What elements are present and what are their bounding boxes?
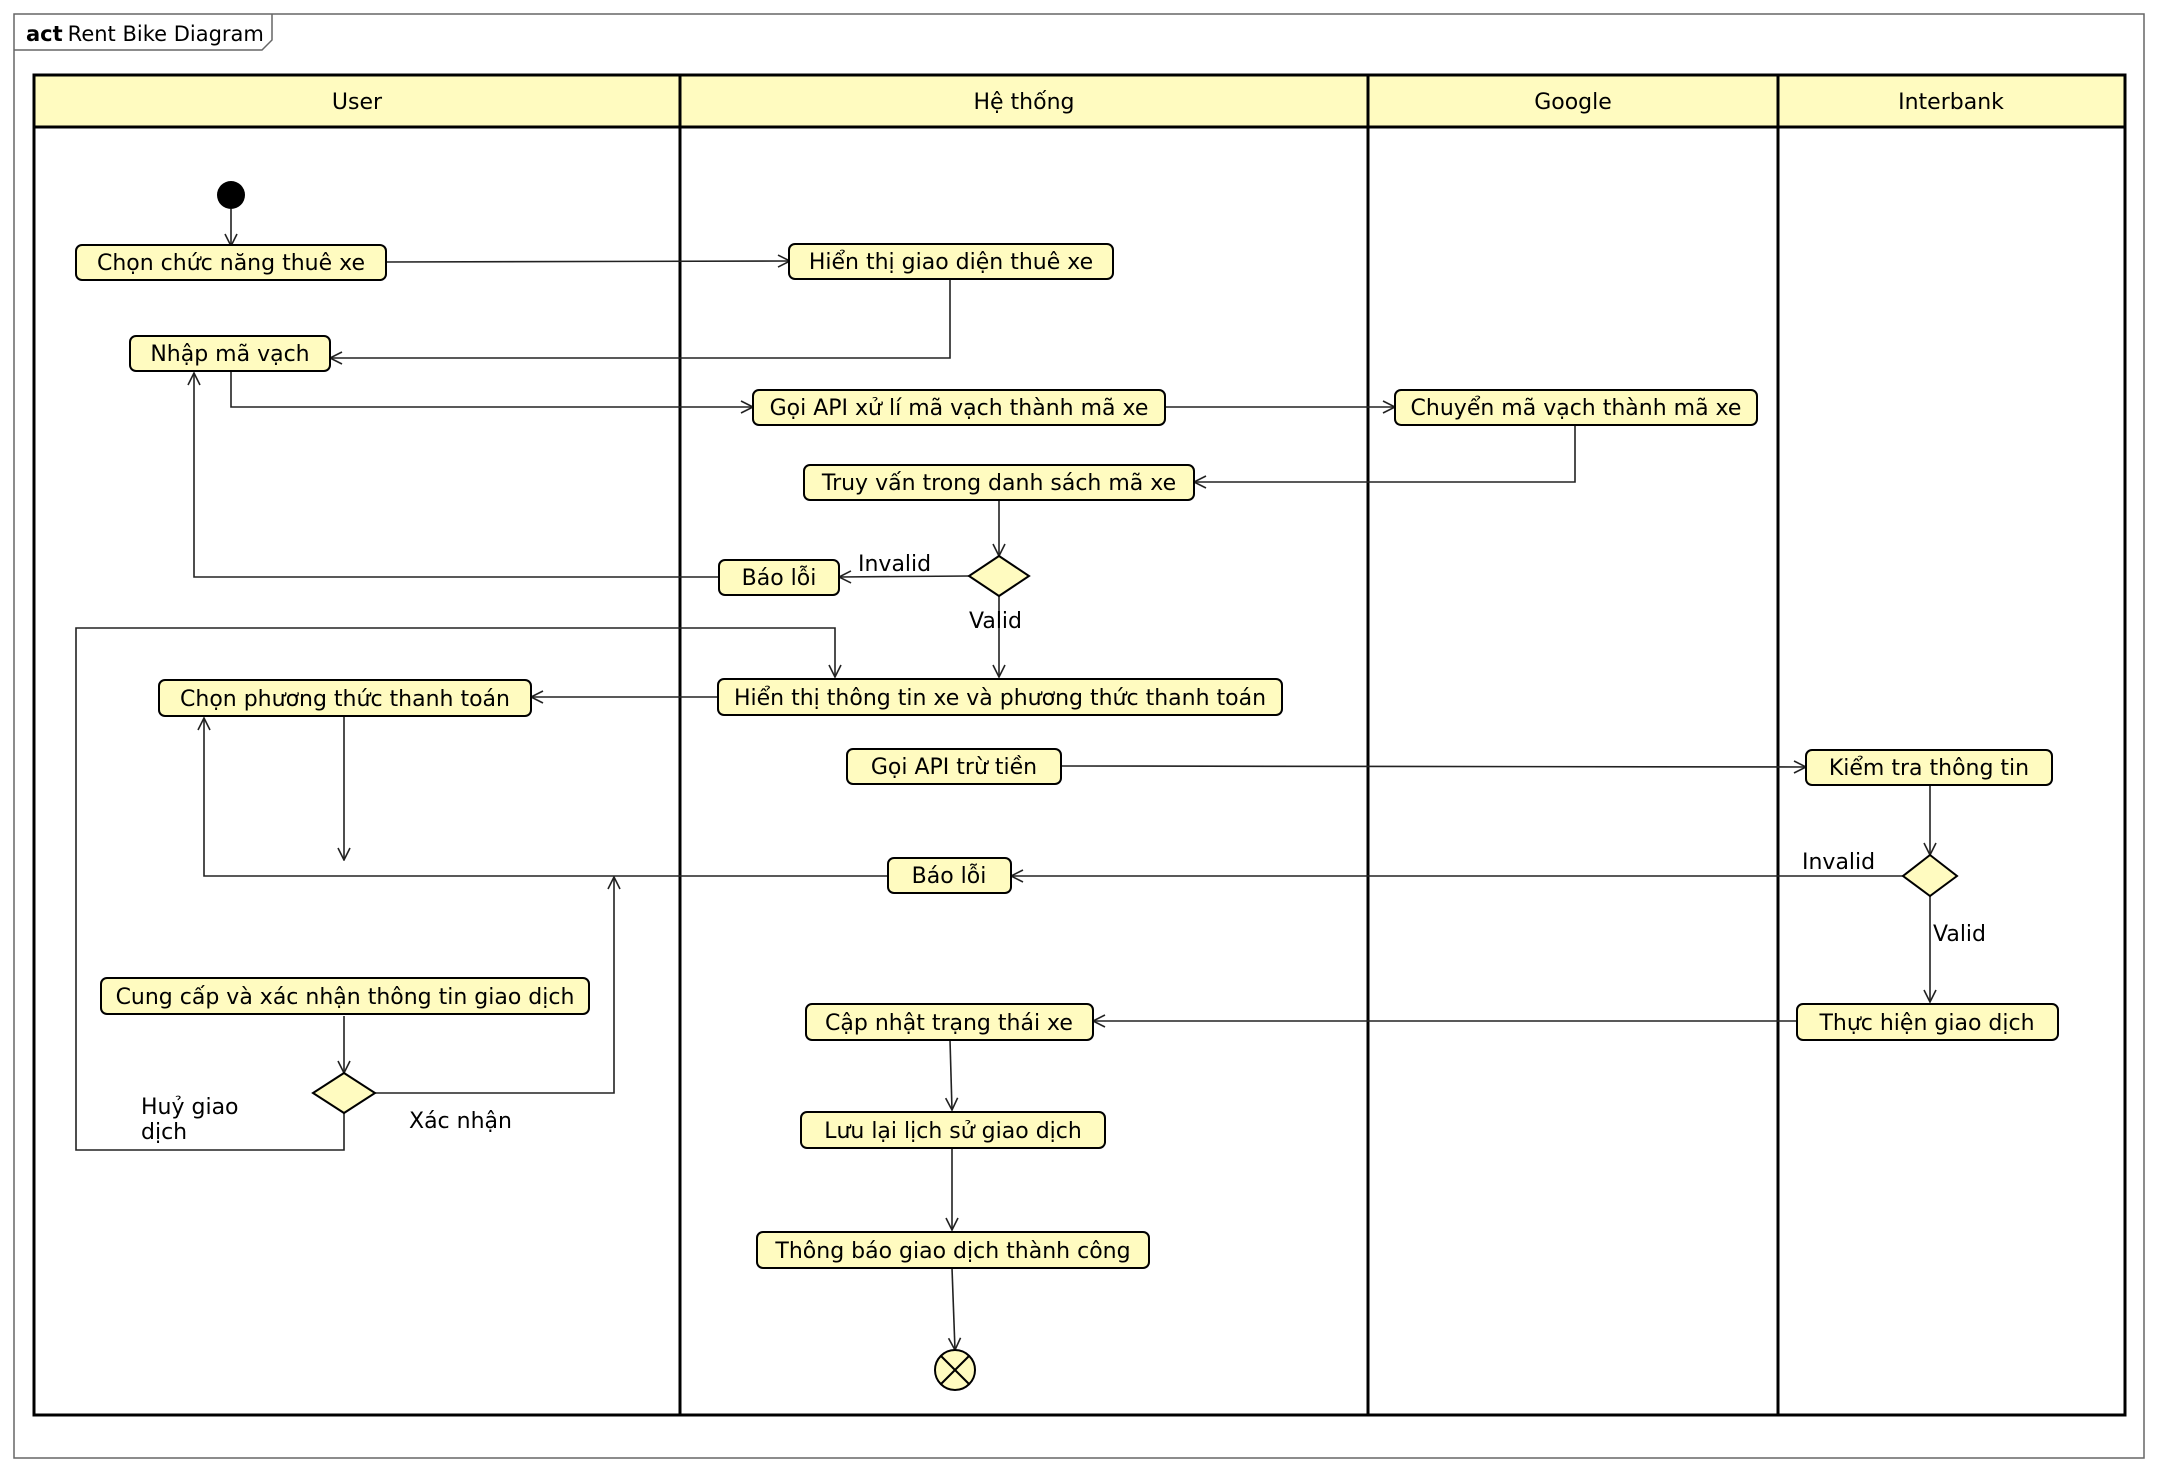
svg-text:Thực hiện giao dịch: Thực hiện giao dịch xyxy=(1818,1011,2034,1036)
svg-text:Chuyển mã vạch thành mã xe: Chuyển mã vạch thành mã xe xyxy=(1411,396,1742,421)
edges xyxy=(75,209,1930,1350)
action-report-error: Báo lỗi xyxy=(887,857,1012,894)
action-report-error: Báo lỗi xyxy=(718,559,840,596)
svg-text:Gọi API xử lí mã vạch thành mã: Gọi API xử lí mã vạch thành mã xe xyxy=(770,396,1149,421)
action-save-transaction-history: Lưu lại lịch sử giao dịch xyxy=(800,1111,1106,1149)
svg-text:Kiểm tra thông tin: Kiểm tra thông tin xyxy=(1829,756,2029,781)
edge-error2-choose xyxy=(204,718,888,877)
svg-text:Cập nhật trạng thái xe: Cập nhật trạng thái xe xyxy=(825,1011,1073,1036)
svg-text:Nhập mã vạch: Nhập mã vạch xyxy=(150,342,309,367)
edge-update-save xyxy=(950,1039,952,1110)
control-nodes xyxy=(217,181,1959,1391)
guard-invalid: Invalid xyxy=(1802,850,1875,875)
edge-error-enter xyxy=(194,373,719,578)
edge-notify-final xyxy=(952,1267,955,1350)
flow-final-node xyxy=(934,1349,976,1391)
svg-text:Báo lỗi: Báo lỗi xyxy=(912,863,987,889)
guard-confirm: Xác nhận xyxy=(409,1109,512,1134)
action-query-bike-list: Truy vấn trong danh sách mã xe xyxy=(803,464,1195,501)
action-show-rent-ui: Hiển thị giao diện thuê xe xyxy=(788,243,1114,280)
decision-node xyxy=(1901,853,1959,898)
action-check-info: Kiểm tra thông tin xyxy=(1805,749,2053,786)
guard-cancel-line1: Huỷ giao xyxy=(141,1095,239,1120)
edge-show-enter xyxy=(330,279,951,358)
svg-text:Truy vấn trong danh sách mã xe: Truy vấn trong danh sách mã xe xyxy=(821,471,1176,496)
action-convert-barcode: Chuyển mã vạch thành mã xe xyxy=(1394,389,1758,426)
guard-invalid: Invalid xyxy=(858,552,931,577)
svg-text:Thông báo giao dịch thành công: Thông báo giao dịch thành công xyxy=(774,1239,1130,1264)
svg-text:Chọn phương thức thanh toán: Chọn phương thức thanh toán xyxy=(180,687,510,712)
svg-text:Cung cấp và xác nhận thông tin: Cung cấp và xác nhận thông tin giao dịch xyxy=(116,985,575,1010)
svg-text:Báo lỗi: Báo lỗi xyxy=(742,565,817,591)
action-choose-rent-function: Chọn chức năng thuê xe xyxy=(75,244,387,281)
svg-text:Hiển thị thông tin xe và phươn: Hiển thị thông tin xe và phương thức tha… xyxy=(734,686,1266,711)
action-perform-transaction: Thực hiện giao dịch xyxy=(1796,1003,2059,1041)
action-update-bike-status: Cập nhật trạng thái xe xyxy=(805,1003,1094,1041)
lane-user: User xyxy=(332,90,383,115)
guard-cancel-line2: dịch xyxy=(141,1120,187,1145)
lane-google: Google xyxy=(1534,90,1612,115)
svg-text:Hiển thị giao diện thuê xe: Hiển thị giao diện thuê xe xyxy=(809,250,1093,275)
swimlanes: User Hệ thống Google Interbank xyxy=(32,73,2127,1417)
action-call-deduct-api: Gọi API trừ tiền xyxy=(846,748,1062,785)
lane-interbank: Interbank xyxy=(1898,90,2004,115)
edge-deduct-check xyxy=(1060,766,1806,767)
edge-convert-query xyxy=(1194,426,1576,482)
actions: Chọn chức năng thuê xe Hiển thị giao diệ… xyxy=(75,243,2059,1269)
edge-decision-error xyxy=(839,576,970,577)
lane-system: Hệ thống xyxy=(973,90,1074,115)
action-notify-success: Thông báo giao dịch thành công xyxy=(756,1231,1150,1269)
action-choose-payment-method: Chọn phương thức thanh toán xyxy=(158,679,532,717)
action-call-barcode-api: Gọi API xử lí mã vạch thành mã xe xyxy=(752,389,1166,426)
guard-labels: Invalid Valid Invalid Valid Huỷ giao dịc… xyxy=(141,552,1986,1145)
decision-node xyxy=(967,554,1031,598)
decision-node xyxy=(311,1071,377,1115)
action-show-bike-info-payment: Hiển thị thông tin xe và phương thức tha… xyxy=(717,678,1283,716)
action-enter-barcode: Nhập mã vạch xyxy=(129,335,331,372)
initial-node xyxy=(217,181,245,209)
edge-cancel-loop xyxy=(75,627,835,1151)
svg-text:Chọn chức năng thuê xe: Chọn chức năng thuê xe xyxy=(97,251,365,276)
svg-text:Lưu lại lịch sử giao dịch: Lưu lại lịch sử giao dịch xyxy=(824,1119,1082,1144)
guard-valid: Valid xyxy=(1933,922,1986,947)
action-provide-confirm-transaction: Cung cấp và xác nhận thông tin giao dịch xyxy=(100,977,590,1015)
edge-confirm-deduct xyxy=(375,877,614,1094)
guard-valid: Valid xyxy=(969,609,1022,634)
edge-choose-show xyxy=(385,261,790,262)
edge-enter-api xyxy=(230,371,753,407)
svg-text:Gọi API trừ tiền: Gọi API trừ tiền xyxy=(871,755,1037,780)
